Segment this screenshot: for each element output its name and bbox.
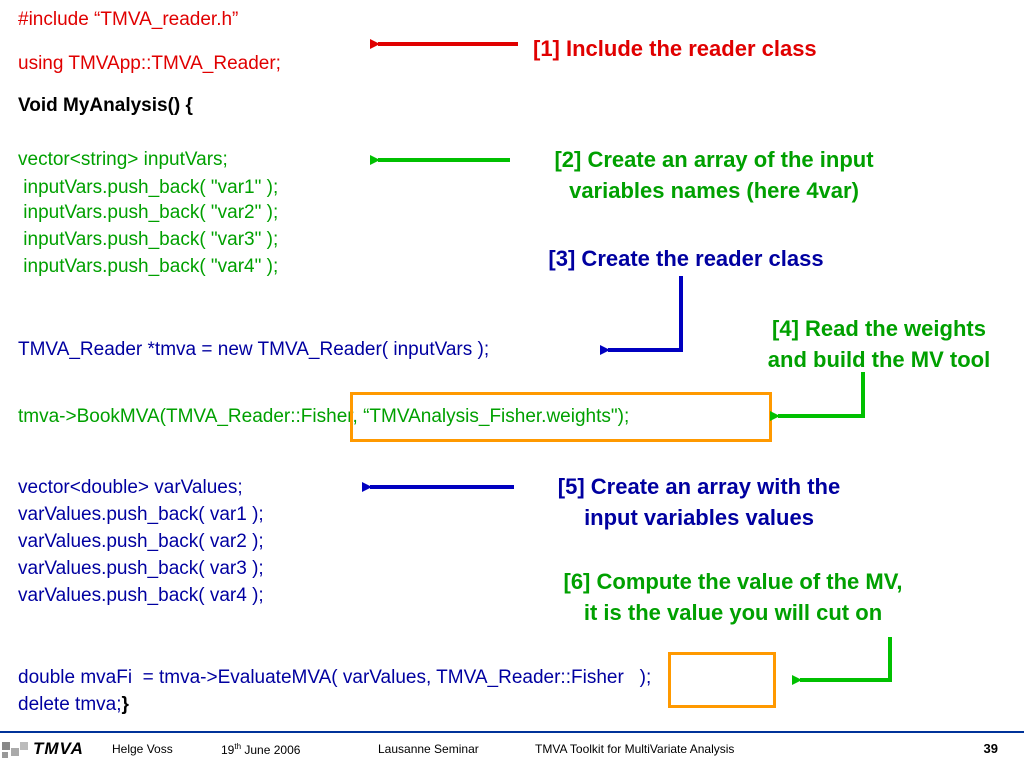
note-3: [3] Create the reader class [548,246,824,271]
note-2-line1: [2] Create an array of the input [554,147,874,172]
note-6-line1: [6] Compute the value of the MV, [563,569,903,594]
note-5-line1: [5] Create an array with the [557,474,841,499]
note-4-line2: and build the MV tool [767,347,991,372]
footer-logo-text: TMVA [33,739,84,758]
footer-title: TMVA Toolkit for MultiVariate Analysis [535,742,735,756]
code-push-var1: inputVars.push_back( "var1" ); [18,177,279,198]
footer-date-sup: th [234,742,242,751]
code-push-var2: inputVars.push_back( "var2" ); [18,202,279,223]
page-number: 39 [983,741,998,756]
code-vpush-var2: varValues.push_back( var2 ); [18,531,264,552]
code-push-var3: inputVars.push_back( "var3" ); [18,229,279,250]
code-function: Void MyAnalysis() { [18,95,193,116]
code-input-decl: vector<string> inputVars; [18,149,228,170]
code-vpush-var3: varValues.push_back( var3 ); [18,558,264,579]
code-vpush-var4: varValues.push_back( var4 ); [18,585,264,606]
code-include: #include “TMVA_reader.h” [18,9,239,30]
code-evaluate: double mvaFi = tmva->EvaluateMVA( varVal… [18,667,652,688]
code-close-brace: } [121,694,129,715]
footer-author: Helge Voss [112,742,173,756]
arrow-4 [770,372,865,421]
footer-date: 19th June 2006 [221,742,300,757]
code-reader: TMVA_Reader *tmva = new TMVA_Reader( inp… [18,339,490,360]
highlight-box-fisher-evaluate [668,652,776,708]
note-4-line1: [4] Read the weights [772,316,986,341]
code-values-decl: vector<double> varValues; [18,477,243,498]
note-2-line2: variables names (here 4var) [569,178,859,203]
code-push-var4: inputVars.push_back( "var4" ); [18,256,279,277]
arrow-3 [600,276,683,355]
note-1: [1] Include the reader class [533,36,817,61]
code-using: using TMVApp::TMVA_Reader; [18,53,281,74]
code-delete-text: delete tmva; [18,694,122,715]
tmva-logo-icon [2,742,28,758]
footer-rule [0,731,1024,733]
code-delete: delete tmva;} [18,694,129,716]
footer-date-day: 19 [221,743,235,757]
note-6-line2: it is the value you will cut on [583,600,883,625]
footer-date-rest: June 2006 [241,743,301,757]
code-vpush-var1: varValues.push_back( var1 ); [18,504,264,525]
note-5-line2: input variables values [584,505,814,530]
arrow-6 [792,637,892,685]
footer-venue: Lausanne Seminar [378,742,479,756]
code-book: tmva->BookMVA(TMVA_Reader::Fisher, “TMVA… [18,406,630,427]
